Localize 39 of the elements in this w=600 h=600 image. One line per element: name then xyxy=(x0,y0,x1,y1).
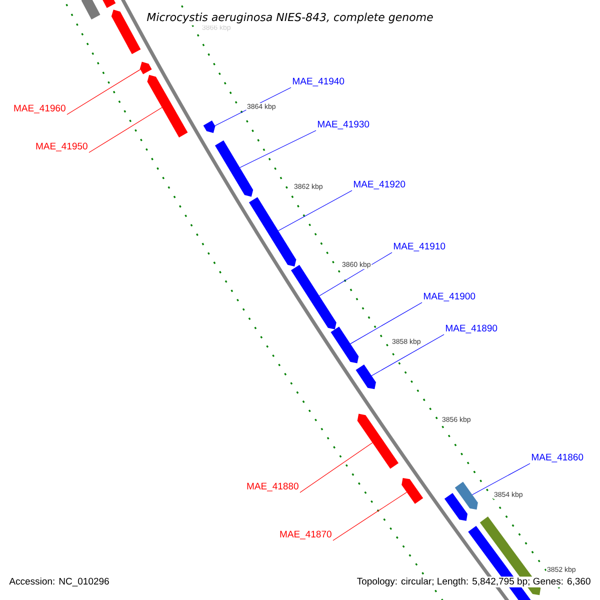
gene-label: MAE_41880 xyxy=(247,482,298,492)
gene-label: MAE_41870 xyxy=(280,530,332,540)
leader-line xyxy=(319,252,392,296)
gene-feature xyxy=(100,0,116,8)
gene-label: MAE_41960 xyxy=(14,104,66,114)
gene-label: MAE_41890 xyxy=(446,324,498,334)
gene-label: MAE_41920 xyxy=(354,180,406,190)
gene-label: MAE_41860 xyxy=(532,454,584,462)
leader-line xyxy=(300,442,373,493)
gene-feature xyxy=(291,264,336,330)
gene-label: MAE_41940 xyxy=(292,78,344,86)
footer-text: Topology: circular; Length: 5,842,795 bp; Genes: 6,360 xyxy=(356,576,592,588)
leader-line xyxy=(371,334,444,376)
leader-line xyxy=(332,492,408,541)
gene-label: MAE_41910 xyxy=(394,242,446,252)
gene-feature xyxy=(203,120,216,133)
gene-feature xyxy=(140,62,152,74)
leader-line xyxy=(66,69,141,115)
gene-feature xyxy=(81,0,100,20)
footer-text: Accession: NC_010296 xyxy=(8,576,110,588)
gene-label: MAE_41950 xyxy=(36,142,88,152)
gene-feature xyxy=(111,10,141,54)
diagram-title: Microcystis aeruginosa NIES-843, complete genome xyxy=(144,10,436,26)
gene-feature xyxy=(357,414,399,469)
gene-feature xyxy=(147,74,188,138)
gene-feature xyxy=(402,478,424,504)
leader-line xyxy=(88,107,162,153)
gene-feature xyxy=(356,364,376,390)
leader-line xyxy=(350,302,422,344)
leader-line xyxy=(240,130,316,168)
gene-label: MAE_41930 xyxy=(318,120,370,130)
gene-label: MAE_41900 xyxy=(424,292,476,302)
leader-line xyxy=(278,190,352,232)
gene-feature xyxy=(214,140,254,197)
gene-feature xyxy=(248,197,296,267)
gene-feature xyxy=(444,492,468,521)
leader-line xyxy=(472,463,530,496)
gene-feature xyxy=(330,326,359,364)
gene-feature xyxy=(454,482,478,510)
